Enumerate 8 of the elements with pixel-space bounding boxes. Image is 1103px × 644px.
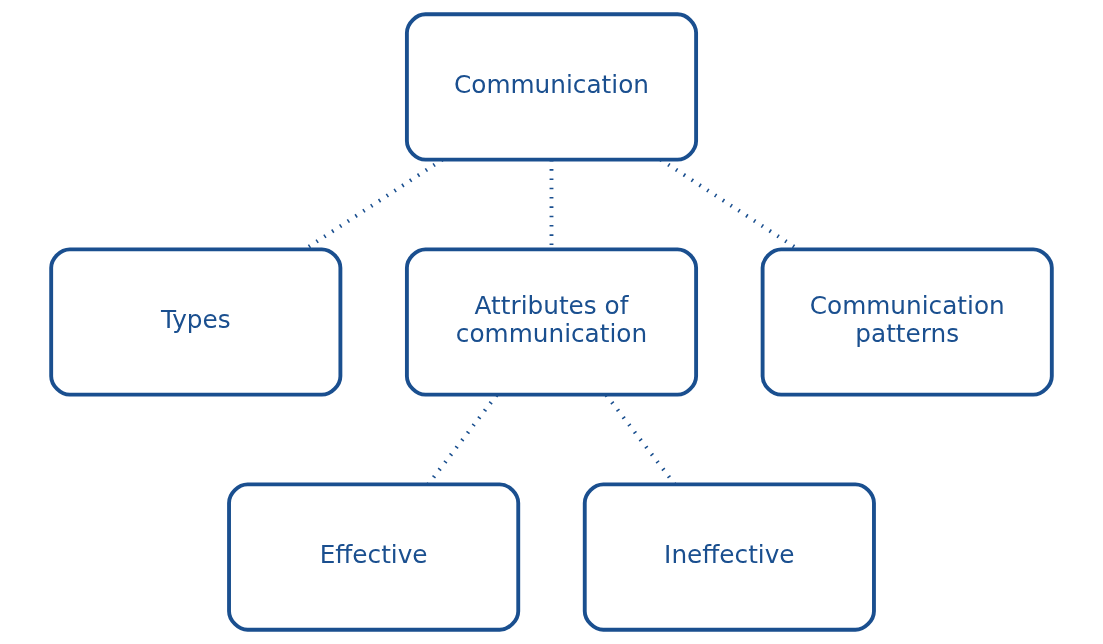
node-box: Ineffective — [582, 482, 876, 632]
connector — [604, 393, 677, 486]
node-box: Communication — [404, 12, 699, 162]
connector — [426, 393, 499, 486]
node-box: Effective — [227, 482, 521, 632]
node-box: Attributes of communication — [404, 247, 699, 397]
node-box: Communication patterns — [760, 247, 1054, 397]
node-box: Types — [49, 247, 343, 397]
